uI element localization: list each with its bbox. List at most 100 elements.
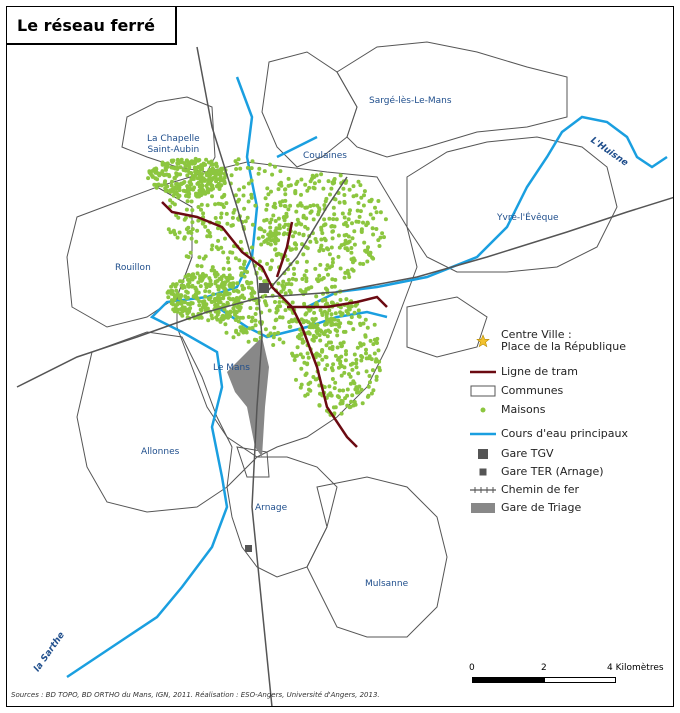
maison-dot [328,330,332,334]
maison-dot [365,248,370,253]
maison-dot [283,308,288,313]
maison-dot [273,234,278,239]
maison-dot [216,293,221,298]
maison-dot [305,351,310,356]
maison-dot [351,260,355,265]
map-frame: Le réseau ferré La Chapelle Saint-Aubin … [6,6,674,707]
maison-dot [313,377,318,382]
maison-dot [265,261,270,266]
maison-dot [177,230,182,235]
maison-dot [222,192,227,197]
maison-dot [219,245,224,250]
maison-dot [304,279,309,284]
maison-dot [205,203,210,208]
maison-dot [332,177,337,181]
maison-dot [232,208,237,212]
maison-dot [235,305,240,309]
maison-dot [175,157,180,162]
maison-dot [221,205,226,209]
maison-dot [356,179,361,184]
maison-dot [150,168,155,173]
maison-dot [199,264,204,269]
maison-dot [319,237,324,242]
maison-dot [221,266,226,271]
maison-dot [253,203,258,208]
maison-dot [189,301,194,305]
legend-maisons-text: Maisons [501,403,546,416]
maison-dot [354,361,359,366]
maison-dot [304,371,309,376]
maison-dot [327,252,332,257]
label-arnage: Arnage [255,503,288,513]
maison-dot [340,399,345,404]
maison-dot [333,353,338,358]
maison-dot [204,183,209,188]
maison-dot [350,393,355,398]
maison-dot [213,279,218,284]
maison-dot [205,234,210,239]
legend-gare-tgv: Gare TGV [469,447,554,461]
maison-dot [362,240,367,245]
maison-dot [279,289,284,294]
maison-dot [277,182,282,187]
maison-dot [348,404,353,409]
maison-dot [311,333,316,338]
maison-dot [378,210,383,215]
maison-dot [371,342,376,347]
maison-dot [342,200,347,205]
maison-dot [263,196,268,201]
maison-dot [330,377,335,381]
maison-dot [231,289,236,293]
maison-dot [364,347,368,352]
maison-dot [199,207,203,212]
maison-dot [226,260,231,265]
maison-dot [297,336,302,341]
maison-dot [346,311,351,316]
maison-dot [300,242,304,247]
legend-cours-text: Cours d'eau principaux [501,427,628,440]
maison-dot [250,294,255,299]
maison-dot [209,247,214,252]
maison-dot [208,234,213,239]
tram-line [161,201,388,448]
maison-dot [317,179,322,184]
maison-dot [269,217,274,222]
maison-dot [265,202,270,207]
maison-dot [216,238,221,243]
maison-dot [257,259,262,264]
maison-dot [298,352,303,357]
maison-dot [202,177,207,182]
maison-dot [326,272,330,277]
maison-dot [344,297,349,302]
maison-dot [183,215,188,220]
maison-dot [191,177,196,181]
maison-dot [371,256,376,261]
maison-dot [339,411,344,416]
maison-dot [347,211,352,216]
maison-dot [286,207,291,212]
maison-dot [303,393,308,398]
maison-dot [175,167,180,171]
maison-dot [297,332,302,337]
maison-dot [236,157,241,162]
maison-dot [208,179,213,184]
commune-south [236,446,270,478]
maison-dot [303,245,308,250]
maison-dot [366,245,370,250]
label-lemans: Le Mans [213,363,250,373]
maison-dot [186,225,191,230]
maison-dot [313,237,318,241]
maison-dot [195,271,200,276]
maison-dot [372,351,377,356]
maison-dot [292,272,297,277]
maison-dot [188,250,193,255]
tram-icon [469,365,497,379]
maison-dot [335,345,340,350]
maison-dot [271,213,276,218]
maison-dot [346,240,351,245]
maison-dot [201,211,206,216]
maison-dot [337,200,342,205]
maison-dot [234,167,239,171]
maison-dot [376,348,381,353]
maison-dot [195,228,200,233]
